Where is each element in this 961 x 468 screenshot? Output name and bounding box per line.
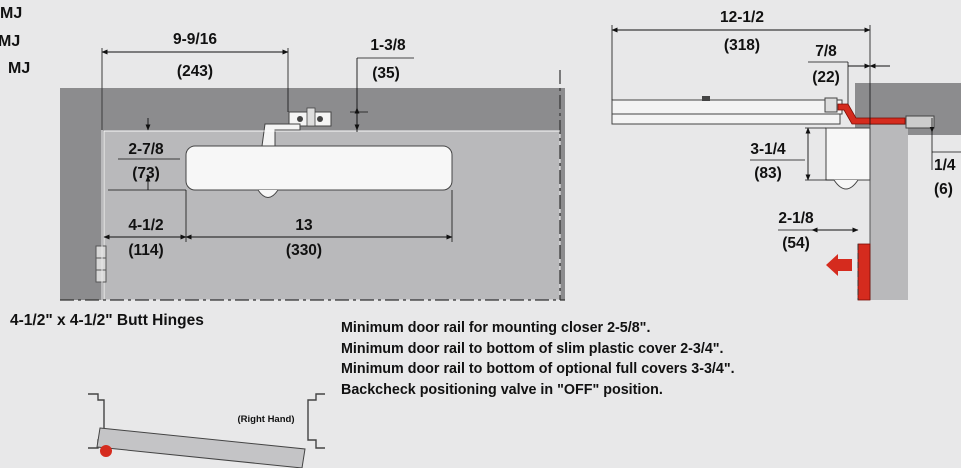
mounting-bracket bbox=[837, 103, 906, 125]
plan-view: (Right Hand) bbox=[88, 393, 325, 468]
dim-body-height-frac: 3-1/4 bbox=[750, 141, 786, 158]
dim-body-mm: (330) bbox=[286, 242, 322, 259]
dim-overall-frac: 12-1/2 bbox=[720, 9, 764, 26]
note-item: Minimum door rail for mounting closer 2-… bbox=[341, 320, 651, 336]
model-label-2: MJ bbox=[0, 33, 20, 50]
door-rail-indicator bbox=[857, 243, 871, 301]
dim-closer-arm-mm: (243) bbox=[177, 63, 213, 80]
dim-rail-mm: (54) bbox=[782, 235, 810, 252]
dim-edge-frac: 4-1/2 bbox=[128, 217, 163, 234]
red-arrow-icon bbox=[826, 254, 852, 276]
note-item: Backcheck positioning valve in "OFF" pos… bbox=[341, 381, 663, 398]
closer-body bbox=[185, 145, 453, 191]
note-item: Minimum door rail to bottom of slim plas… bbox=[341, 340, 724, 357]
plan-jamb-right bbox=[307, 393, 325, 449]
dim-overall-mm: (318) bbox=[724, 37, 760, 54]
dim-rail-frac: 2-1/8 bbox=[778, 210, 814, 227]
dim-drop-frac: 2-7/8 bbox=[128, 141, 164, 158]
plan-door-leaf bbox=[96, 427, 306, 468]
dim-body-height-mm: (83) bbox=[754, 165, 782, 182]
note-item: Minimum door rail to bottom of optional … bbox=[341, 361, 735, 377]
front-view: 9-9/16 (243) 1-3/8 (35) 2-7/8 (73) 4-1/2… bbox=[60, 31, 565, 301]
dim-side-bracket-frac: 7/8 bbox=[815, 43, 837, 60]
dim-drop-mm: (73) bbox=[132, 165, 160, 182]
side-closer-body bbox=[825, 127, 871, 181]
hand-label: (Right Hand) bbox=[238, 414, 295, 425]
dim-offset-mm: (6) bbox=[934, 181, 953, 198]
notes-list: Minimum door rail for mounting closer 2-… bbox=[341, 318, 735, 400]
side-door bbox=[870, 125, 908, 300]
dim-edge-mm: (114) bbox=[128, 242, 163, 259]
dim-offset-frac: 1/4 bbox=[934, 157, 956, 174]
dim-bracket-mm: (35) bbox=[372, 65, 400, 82]
side-arm bbox=[611, 99, 843, 115]
dim-body-frac: 13 bbox=[295, 217, 313, 234]
dim-side-bracket-mm: (22) bbox=[812, 69, 840, 86]
side-view: 12-1/2 (318) 7/8 (22) 3-1/4 (83) 2-1/8 (… bbox=[611, 9, 961, 301]
model-label-1: MJ bbox=[0, 5, 22, 22]
pivot-point bbox=[100, 445, 112, 457]
butt-hinge bbox=[95, 245, 107, 283]
model-label-3: MJ bbox=[8, 60, 30, 77]
hinge-label: 4-1/2" x 4-1/2" Butt Hinges bbox=[10, 312, 204, 329]
dim-closer-arm-frac: 9-9/16 bbox=[173, 31, 217, 48]
dim-bracket-frac: 1-3/8 bbox=[370, 37, 406, 54]
